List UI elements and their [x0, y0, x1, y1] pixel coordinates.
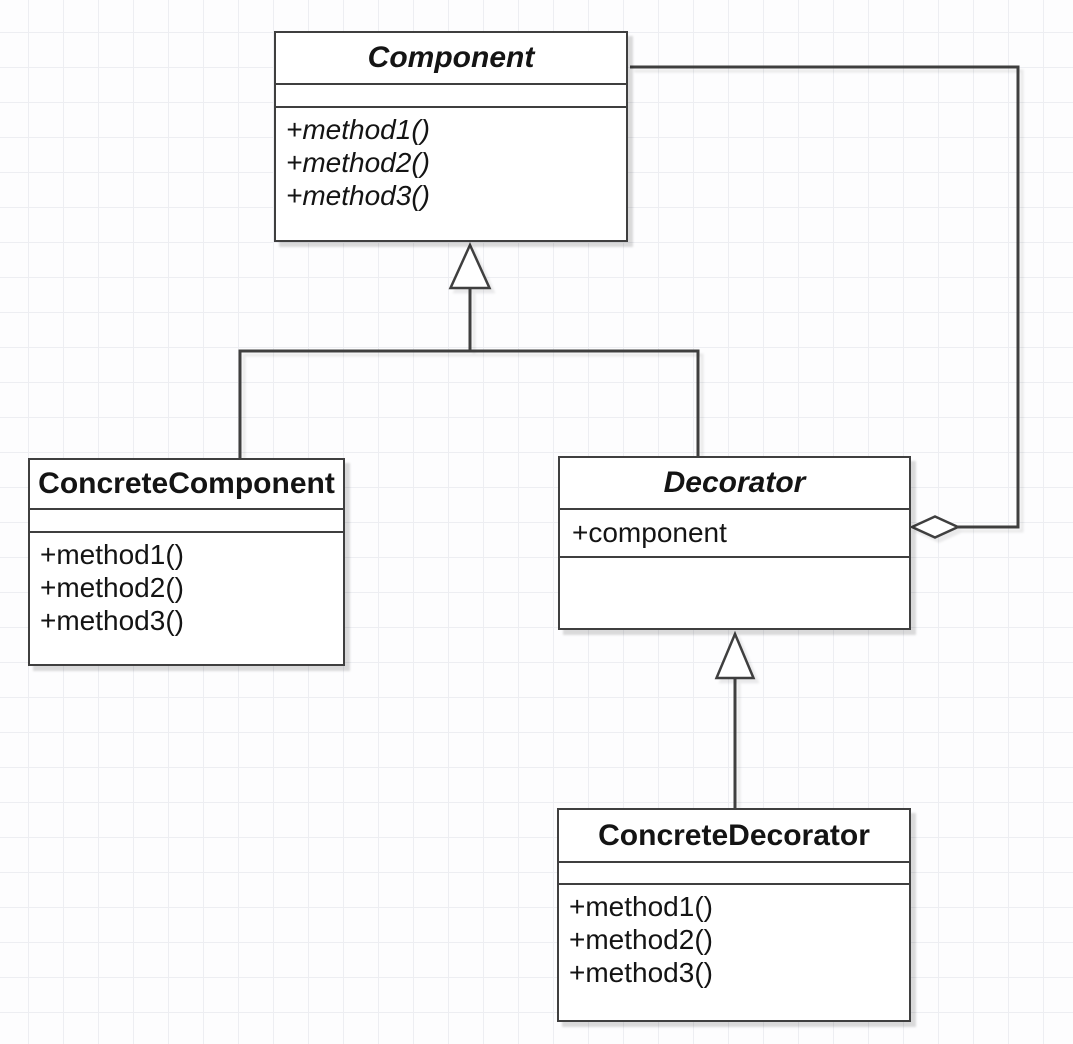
- class-concrete-component-attributes-compartment: [30, 510, 343, 533]
- attribute-entry: +component: [572, 517, 727, 548]
- class-decorator-attributes-compartment: +component: [560, 510, 909, 558]
- class-concrete-decorator-attributes-compartment: [559, 863, 909, 885]
- class-concrete-decorator-methods-compartment: +method1() +method2() +method3(): [559, 885, 909, 1020]
- method-entry: +method2(): [40, 572, 184, 603]
- method-entry: +method3(): [569, 957, 713, 988]
- generalization-edge-tree[interactable]: [238, 288, 700, 459]
- class-concrete-component[interactable]: ConcreteComponent +method1() +method2() …: [28, 458, 345, 666]
- aggregation-edge[interactable]: [630, 65, 1020, 529]
- class-concrete-decorator-title: ConcreteDecorator: [559, 810, 909, 863]
- class-component-title: Component: [276, 33, 626, 85]
- class-concrete-component-methods-compartment: +method1() +method2() +method3(): [30, 533, 343, 664]
- class-component[interactable]: Component +method1() +method2() +method3…: [274, 31, 628, 242]
- method-entry: +method3(): [286, 180, 430, 211]
- method-entry: +method1(): [286, 114, 430, 145]
- class-decorator[interactable]: Decorator +component: [558, 456, 911, 630]
- generalization-arrowhead-component[interactable]: [448, 241, 492, 290]
- method-entry: +method3(): [40, 605, 184, 636]
- class-component-methods-compartment: +method1() +method2() +method3(): [276, 108, 626, 240]
- class-decorator-title: Decorator: [560, 458, 909, 510]
- class-decorator-methods-compartment: [560, 558, 909, 628]
- class-concrete-component-title: ConcreteComponent: [30, 460, 343, 510]
- method-entry: +method1(): [569, 891, 713, 922]
- class-concrete-decorator[interactable]: ConcreteDecorator +method1() +method2() …: [557, 808, 911, 1022]
- generalization-arrowhead-decorator[interactable]: [714, 630, 756, 680]
- aggregation-diamond[interactable]: [908, 515, 962, 539]
- class-component-attributes-compartment: [276, 85, 626, 108]
- method-entry: +method2(): [286, 147, 430, 178]
- method-entry: +method1(): [40, 539, 184, 570]
- method-entry: +method2(): [569, 924, 713, 955]
